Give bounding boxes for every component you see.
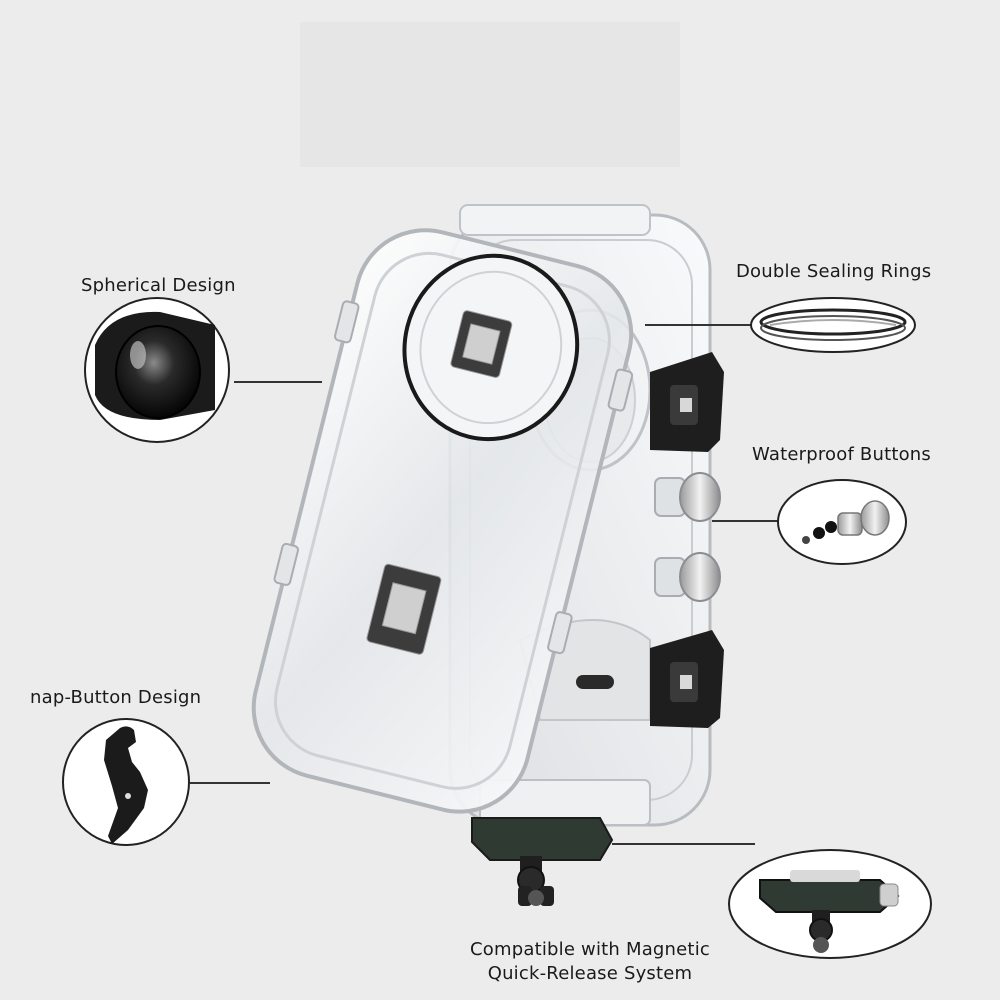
quick-release-mount-icon [728,849,932,959]
button-parts-icon [777,479,907,565]
upper-latch [650,352,724,452]
side-buttons [654,472,721,602]
snap-hook-icon [62,718,190,846]
leader-lines [190,324,778,845]
background-panel [300,22,680,167]
sealing-ring-icon [750,297,916,353]
spherical-design-label: Spherical Design [81,275,236,296]
bottom-mount [471,817,614,906]
front-cover [251,228,634,814]
dome-lens-icon [84,297,230,443]
waterproof-buttons-label: Waterproof Buttons [752,444,931,465]
magnetic-mount-label-line2: Quick-Release System [487,963,693,984]
double-sealing-rings-label: Double Sealing Rings [736,261,932,282]
magnetic-mount-label: Compatible with Magnetic Quick-Release S… [440,938,740,986]
snap-button-design-label: nap-Button Design [30,687,202,708]
lower-latch [650,630,724,728]
magnetic-mount-label-line1: Compatible with Magnetic [470,939,710,960]
